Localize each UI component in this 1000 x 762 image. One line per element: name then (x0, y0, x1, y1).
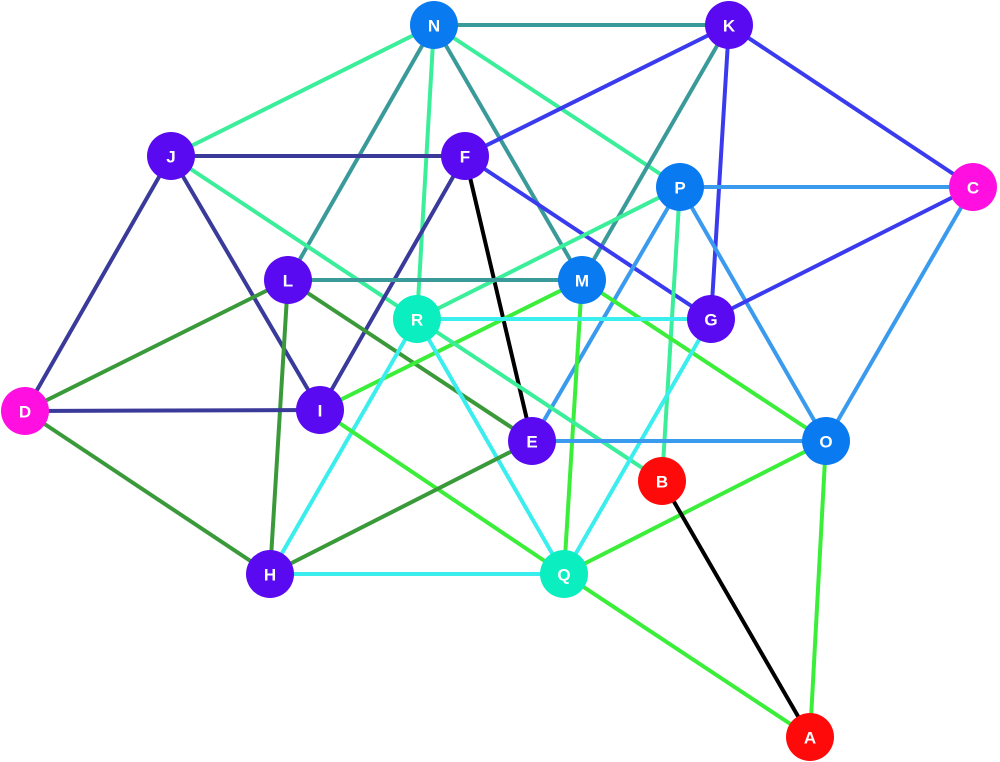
edge-n-p (432, 23, 682, 189)
edge-p-e (530, 185, 682, 443)
edge-n-l (286, 23, 436, 282)
edge-e-h (268, 439, 534, 576)
node-circle (264, 256, 312, 304)
node-circle (540, 550, 588, 598)
edge-n-m (432, 23, 584, 282)
edge-r-q (415, 317, 566, 576)
node-k[interactable]: K (705, 1, 753, 49)
node-circle (687, 295, 735, 343)
edge-c-o (824, 185, 975, 443)
edge-k-m (580, 23, 731, 282)
node-circle (393, 295, 441, 343)
node-circle (1, 387, 49, 435)
node-circle (558, 256, 606, 304)
node-circle (802, 417, 850, 465)
edge-p-r (415, 185, 682, 321)
edge-n-j (169, 23, 436, 158)
node-e[interactable]: E (508, 417, 556, 465)
node-b[interactable]: B (638, 457, 686, 505)
edge-j-d (23, 154, 173, 413)
node-n[interactable]: N (410, 1, 458, 49)
node-circle (705, 1, 753, 49)
node-c[interactable]: C (949, 163, 997, 211)
node-i[interactable]: I (296, 386, 344, 434)
edge-f-e (463, 154, 534, 443)
edge-g-q (562, 317, 713, 576)
node-circle (638, 457, 686, 505)
edge-k-c (727, 23, 975, 189)
node-circle (786, 713, 834, 761)
edge-c-g (709, 185, 975, 321)
edge-l-h (268, 278, 290, 576)
edge-j-r (169, 154, 419, 321)
edge-l-e (286, 278, 534, 443)
node-m[interactable]: M (558, 256, 606, 304)
node-q[interactable]: Q (540, 550, 588, 598)
node-circle (656, 163, 704, 211)
node-circle (147, 132, 195, 180)
edge-q-a (562, 572, 812, 739)
node-a[interactable]: A (786, 713, 834, 761)
node-o[interactable]: O (802, 417, 850, 465)
edge-p-b (660, 185, 682, 483)
node-circle (296, 386, 344, 434)
edge-r-b (415, 317, 664, 483)
edges-layer (23, 23, 975, 739)
edge-o-a (808, 439, 828, 739)
edge-l-d (23, 278, 290, 413)
node-circle (246, 550, 294, 598)
edge-m-i (318, 278, 584, 412)
edge-d-h (23, 409, 272, 576)
edge-k-f (463, 23, 731, 158)
node-g[interactable]: G (687, 295, 735, 343)
node-circle (410, 1, 458, 49)
edge-n-r (415, 23, 436, 321)
edge-f-g (463, 154, 713, 321)
edge-b-a (660, 479, 812, 739)
node-h[interactable]: H (246, 550, 294, 598)
node-d[interactable]: D (1, 387, 49, 435)
node-p[interactable]: P (656, 163, 704, 211)
edge-p-o (678, 185, 828, 443)
edge-i-q (318, 408, 566, 576)
edge-f-i (318, 154, 467, 412)
edge-m-q (562, 278, 584, 576)
node-r[interactable]: R (393, 295, 441, 343)
node-circle (949, 163, 997, 211)
edge-o-q (562, 439, 828, 576)
edge-k-g (709, 23, 731, 321)
edge-d-i (23, 408, 322, 413)
edge-j-i (169, 154, 322, 412)
node-circle (441, 132, 489, 180)
node-l[interactable]: L (264, 256, 312, 304)
edge-r-h (268, 317, 419, 576)
node-circle (508, 417, 556, 465)
node-j[interactable]: J (147, 132, 195, 180)
edge-m-o (580, 278, 828, 443)
node-f[interactable]: F (441, 132, 489, 180)
